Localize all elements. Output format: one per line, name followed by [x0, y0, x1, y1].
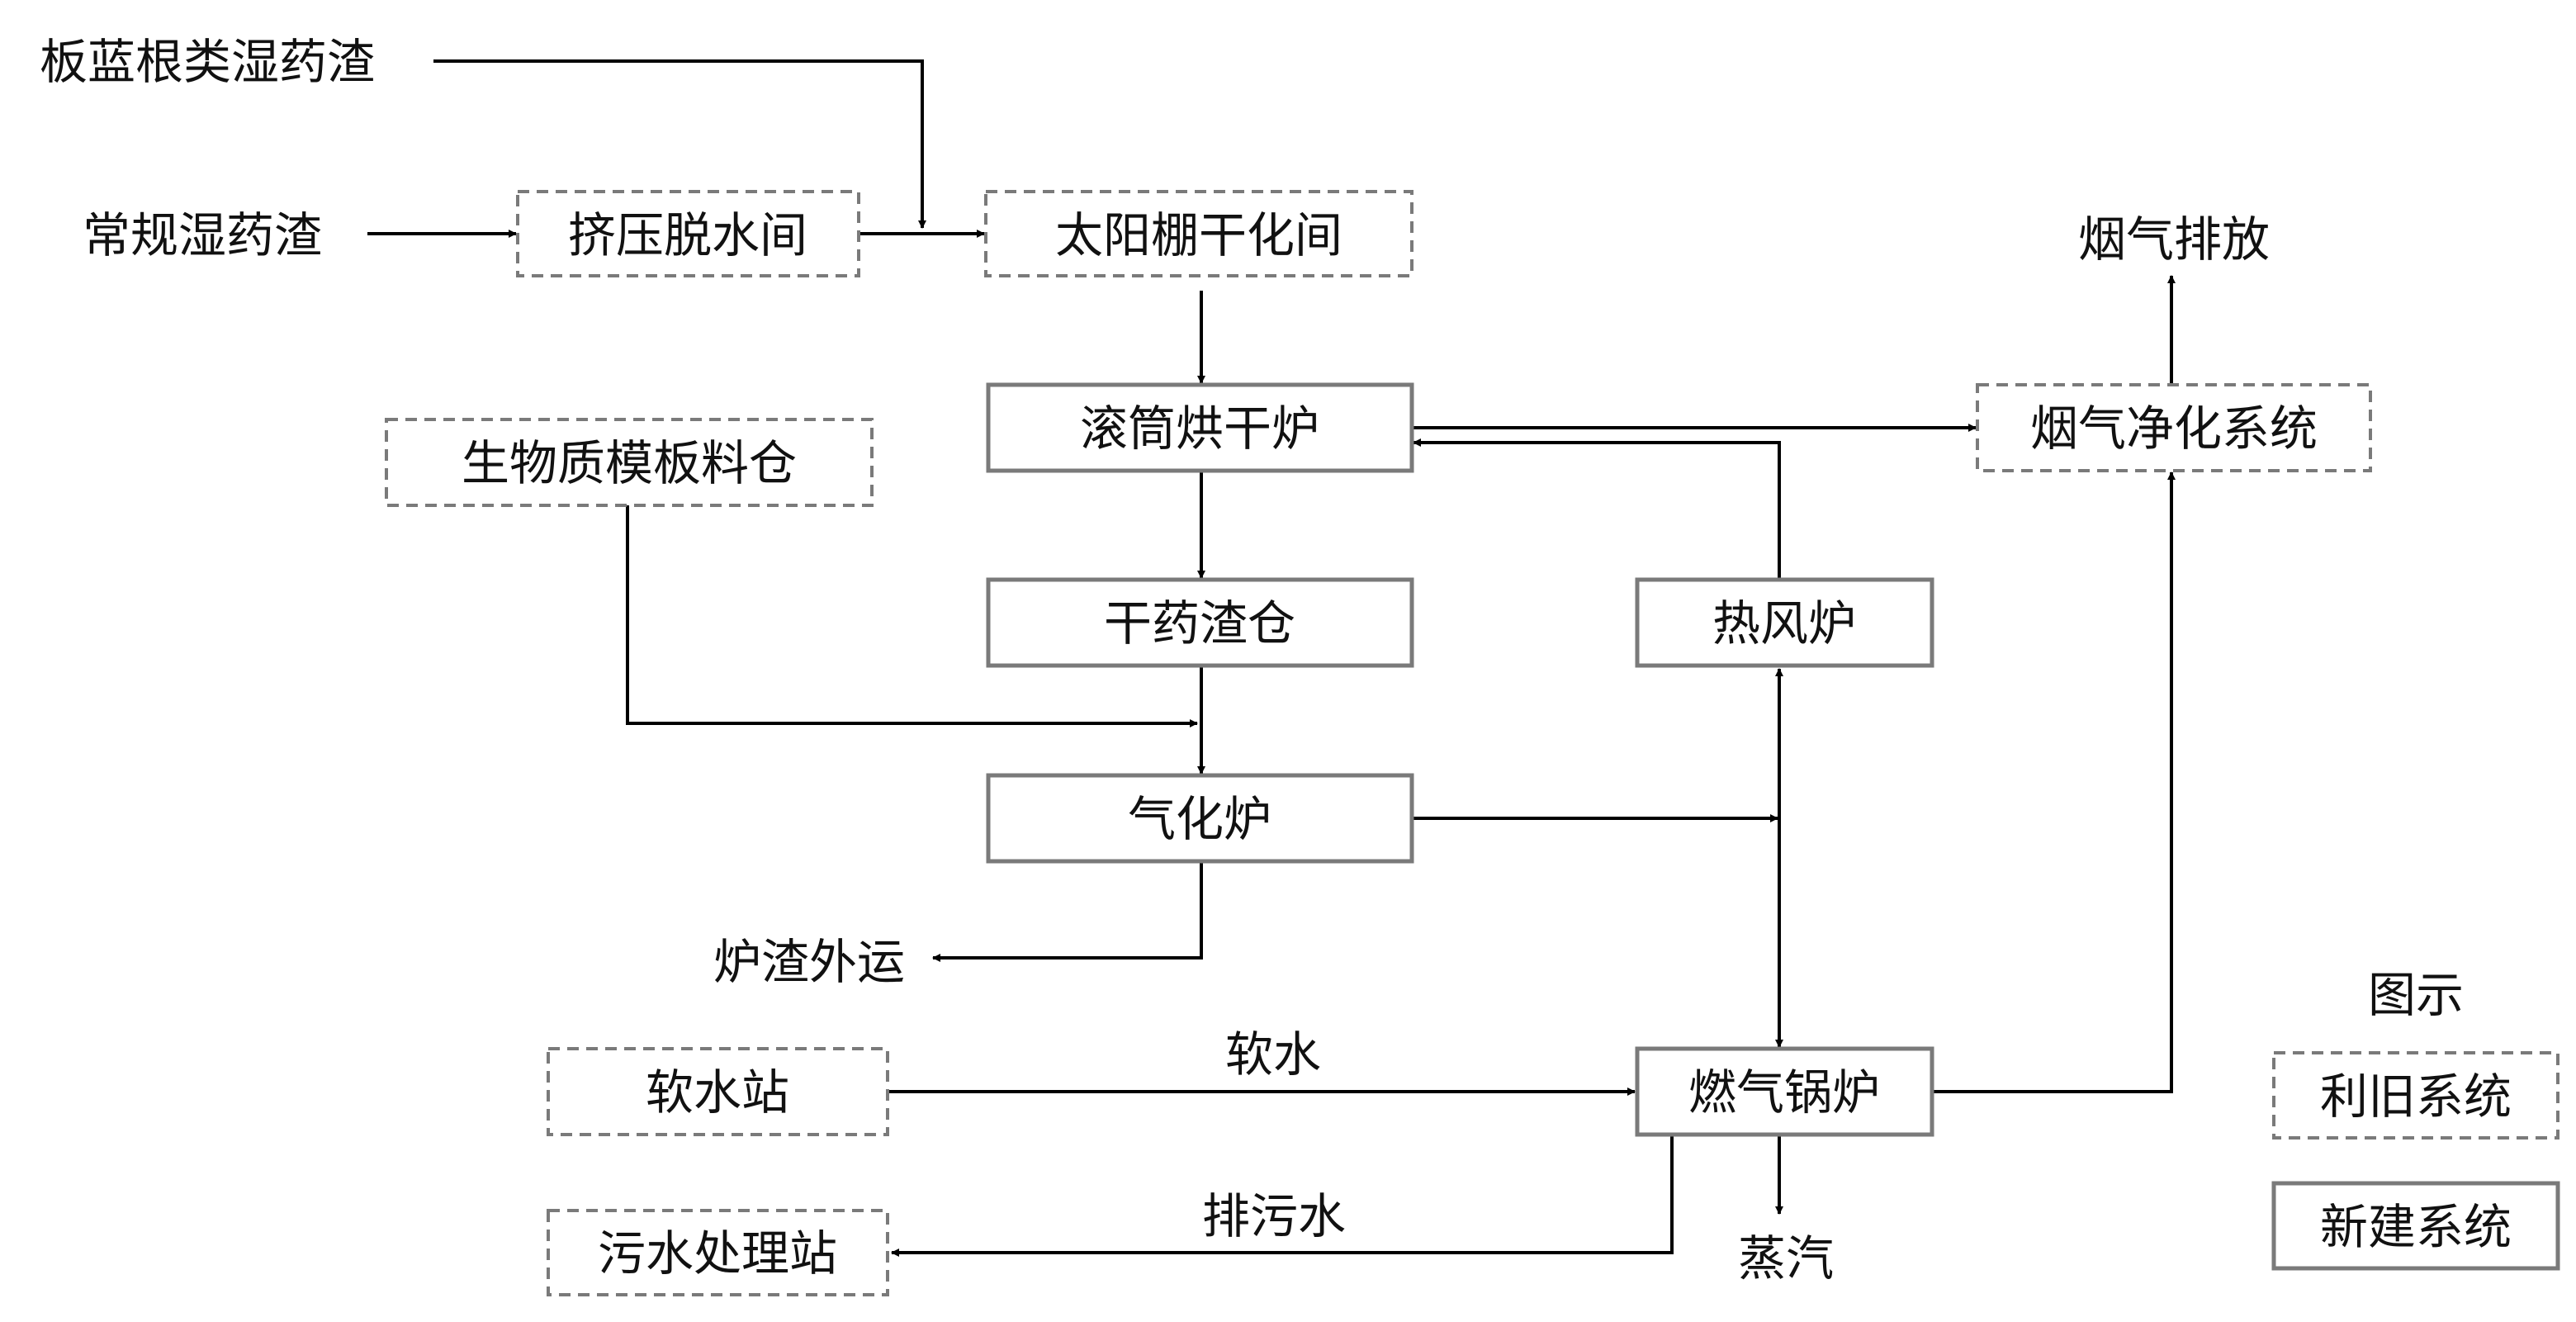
box-dry-residue-silo	[986, 577, 1414, 668]
label-steam: 蒸汽	[1738, 1230, 1834, 1286]
box-gasifier	[986, 773, 1414, 864]
box-hot-air-furnace	[1635, 577, 1934, 668]
arrow-gasifier-to-slag	[932, 863, 1203, 962]
label-regular-wet-residue: 常规湿药渣	[83, 207, 322, 263]
label-biomass-silo: 生物质模板料仓	[462, 435, 797, 491]
legend-title: 图示	[2368, 967, 2464, 1023]
label-blowdown-water: 排污水	[1202, 1188, 1346, 1244]
boxes	[385, 190, 2560, 1296]
label-gasifier: 气化炉	[1128, 791, 1271, 847]
label-slag-transport: 炉渣外运	[713, 934, 905, 990]
box-squeeze-dewater	[516, 190, 860, 277]
legend-label-new: 新建系统	[2320, 1199, 2512, 1255]
label-hot-air-furnace: 热风炉	[1712, 595, 1856, 652]
connectors	[367, 59, 2176, 1257]
box-biomass-silo	[385, 418, 874, 507]
arrow-hotair-to-drum	[1413, 438, 1781, 580]
box-gas-boiler	[1635, 1046, 1934, 1137]
label-flue-gas-emission: 烟气排放	[2078, 211, 2270, 268]
box-drum-dryer	[986, 382, 1414, 473]
arrow-biomass-to-gasifier	[626, 505, 1198, 727]
label-flue-gas-cleaning: 烟气净化系统	[2030, 400, 2318, 457]
arrow-banlangen-to-solar	[433, 59, 926, 229]
legend-box-reused	[2272, 1051, 2559, 1140]
legend-label-reused: 利旧系统	[2320, 1068, 2512, 1125]
box-soft-water-station	[547, 1047, 889, 1136]
label-gas-boiler: 燃气锅炉	[1688, 1064, 1880, 1121]
label-soft-water-station: 软水站	[646, 1064, 789, 1121]
arrow-boiler-to-sewage	[891, 1136, 1674, 1257]
label-solar-dryer: 太阳棚干化间	[1055, 207, 1342, 263]
label-squeeze-dewater: 挤压脱水间	[568, 207, 807, 263]
label-dry-residue-silo: 干药渣仓	[1104, 595, 1295, 652]
legend-box-new	[2271, 1181, 2560, 1271]
label-sewage-station: 污水处理站	[598, 1225, 837, 1282]
label-drum-dryer: 滚筒烘干炉	[1080, 400, 1319, 457]
label-soft-water: 软水	[1225, 1026, 1321, 1083]
label-banlangen-wet-residue: 板蓝根类湿药渣	[40, 34, 375, 90]
box-solar-dryer	[984, 190, 1413, 277]
box-flue-gas-cleaning	[1976, 383, 2372, 472]
box-sewage-station	[547, 1209, 889, 1296]
labels: 板蓝根类湿药渣 常规湿药渣 挤压脱水间 太阳棚干化间 滚筒烘干炉 烟气净化系统 …	[40, 34, 2512, 1286]
arrow-boiler-to-fluegas	[1928, 471, 2176, 1093]
